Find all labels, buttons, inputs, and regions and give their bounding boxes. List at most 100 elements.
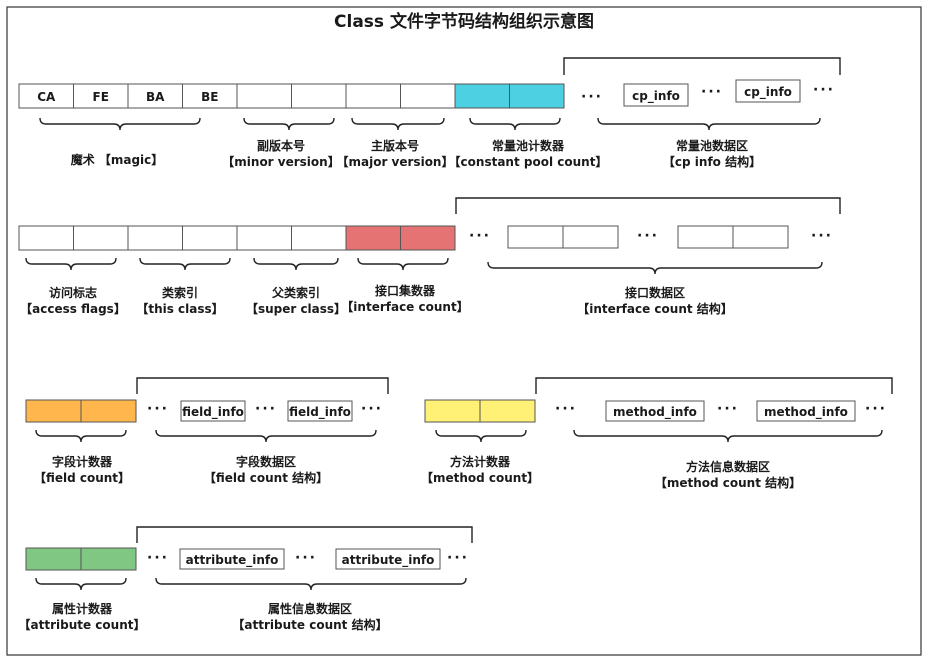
attribute-info-box: [335, 548, 441, 570]
interface-pool-bracket: [455, 197, 841, 214]
field-data-brace: [155, 429, 377, 443]
byte-cell: [18, 225, 74, 251]
cp-info-text: cp_info: [744, 85, 792, 100]
attribute-data-label-line2: 【attribute count 结构】: [232, 617, 387, 632]
cp-data-label-line2: 【cp info 结构】: [663, 154, 761, 169]
attribute-count-label-line2: 【attribute count】: [19, 617, 146, 632]
ellipsis-dots: ···: [811, 228, 833, 244]
access-flags-label-line1: 访问标志: [49, 285, 97, 300]
attribute-data-label-line1: 属性信息数据区: [268, 601, 352, 616]
attribute-info-text: attribute_info: [186, 553, 279, 568]
ellipsis-dots: ···: [447, 550, 469, 566]
super-class-brace: [253, 257, 339, 271]
attribute-pool-bracket: [136, 526, 473, 543]
attribute-count-brace: [35, 577, 127, 591]
interface-count-brace: [357, 257, 449, 271]
method-count-cell: [479, 399, 536, 423]
byte-cell: [18, 83, 74, 109]
ellipsis-dots: ···: [361, 401, 383, 417]
magic-label: 魔术 【magic】: [71, 152, 164, 167]
cp-pool-bracket: [563, 57, 841, 75]
method-info-text: method_info: [764, 405, 848, 420]
byte-cell: [345, 83, 401, 109]
interface-count-label-line2: 【interface count】: [341, 299, 468, 314]
method-data-label-line2: 【method count 结构】: [655, 475, 801, 490]
method-pool-bracket: [535, 377, 893, 394]
interface-box: [562, 225, 619, 249]
ellipsis-dots: ···: [717, 401, 739, 417]
minor-version-label-line1: 副版本号: [257, 138, 305, 153]
attribute-info-text: attribute_info: [342, 553, 435, 568]
byte-cell-text: BE: [201, 90, 218, 104]
attribute-info-box: [179, 548, 285, 570]
attribute-data-brace: [155, 577, 467, 591]
byte-cell: [291, 225, 347, 251]
interface-box: [507, 225, 564, 249]
byte-cell: [400, 225, 456, 251]
byte-cell: [345, 225, 401, 251]
field-data-label-line2: 【field count 结构】: [204, 470, 328, 485]
attribute-count-cell: [80, 547, 137, 571]
interface-count-label-line1: 接口集数器: [375, 283, 436, 298]
byte-cell-text: CA: [37, 90, 56, 104]
major-version-label-line2: 【major version】: [337, 154, 454, 169]
access-flags-brace: [25, 257, 117, 271]
access-flags-label-line2: 【access flags】: [20, 301, 126, 316]
ellipsis-dots: ···: [865, 401, 887, 417]
cp-data-label-line1: 常量池数据区: [676, 138, 748, 153]
field-pool-bracket: [136, 377, 389, 394]
method-count-label-line2: 【method count】: [421, 470, 539, 485]
cp-data-brace: [597, 117, 821, 131]
field-count-cell: [25, 399, 82, 423]
byte-cell: [400, 83, 456, 109]
constant-pool-count-label-line2: 【constant pool count】: [449, 154, 608, 169]
interface-data-brace: [487, 261, 823, 275]
field-data-label-line1: 字段数据区: [236, 454, 296, 469]
this-class-brace: [139, 257, 231, 271]
this-class-label-line2: 【this class】: [136, 301, 223, 316]
byte-cell: [127, 83, 183, 109]
cp-info-box: [735, 79, 801, 103]
ellipsis-dots: ···: [555, 401, 577, 417]
diagram-title: Class 文件字节码结构组织示意图: [334, 11, 594, 32]
method-info-box: [756, 400, 856, 422]
interface-box: [732, 225, 789, 249]
byte-cell: [236, 83, 292, 109]
ellipsis-dots: ···: [701, 84, 723, 100]
field-info-box: [180, 400, 246, 422]
byte-cell: [127, 225, 183, 251]
method-count-cell: [424, 399, 481, 423]
minor-version-label-line2: 【minor version】: [222, 154, 339, 169]
magic-brace: [39, 117, 201, 131]
byte-cell: [236, 225, 292, 251]
ellipsis-dots: ···: [147, 401, 169, 417]
field-count-brace: [35, 429, 127, 443]
constant-pool-count-label-line1: 常量池计数器: [492, 138, 565, 153]
ellipsis-dots: ···: [147, 550, 169, 566]
major-version-label-line1: 主版本号: [371, 138, 419, 153]
method-count-label-line1: 方法计数器: [450, 454, 511, 469]
super-class-label-line1: 父类索引: [271, 285, 320, 300]
constant-pool-count-brace: [469, 117, 561, 131]
attribute-count-cell: [25, 547, 82, 571]
interface-data-label-line2: 【interface count 结构】: [577, 301, 733, 316]
super-class-label-line2: 【super class】: [246, 301, 346, 316]
byte-cell-text: BA: [146, 90, 165, 104]
byte-cell: [73, 225, 129, 251]
byte-cell: [182, 83, 238, 109]
byte-cell-text: FE: [93, 90, 109, 104]
byte-cell: [454, 83, 510, 109]
field-count-label-line2: 【field count】: [34, 470, 130, 485]
field-info-text: field_info: [182, 405, 244, 420]
major-version-brace: [351, 117, 445, 131]
field-info-box: [287, 400, 353, 422]
ellipsis-dots: ···: [295, 550, 317, 566]
method-info-box: [605, 400, 705, 422]
this-class-label-line1: 类索引: [162, 285, 198, 300]
ellipsis-dots: ···: [469, 228, 491, 244]
interface-data-label-line1: 接口数据区: [625, 285, 685, 300]
minor-version-brace: [243, 117, 335, 131]
byte-cell: [182, 225, 238, 251]
